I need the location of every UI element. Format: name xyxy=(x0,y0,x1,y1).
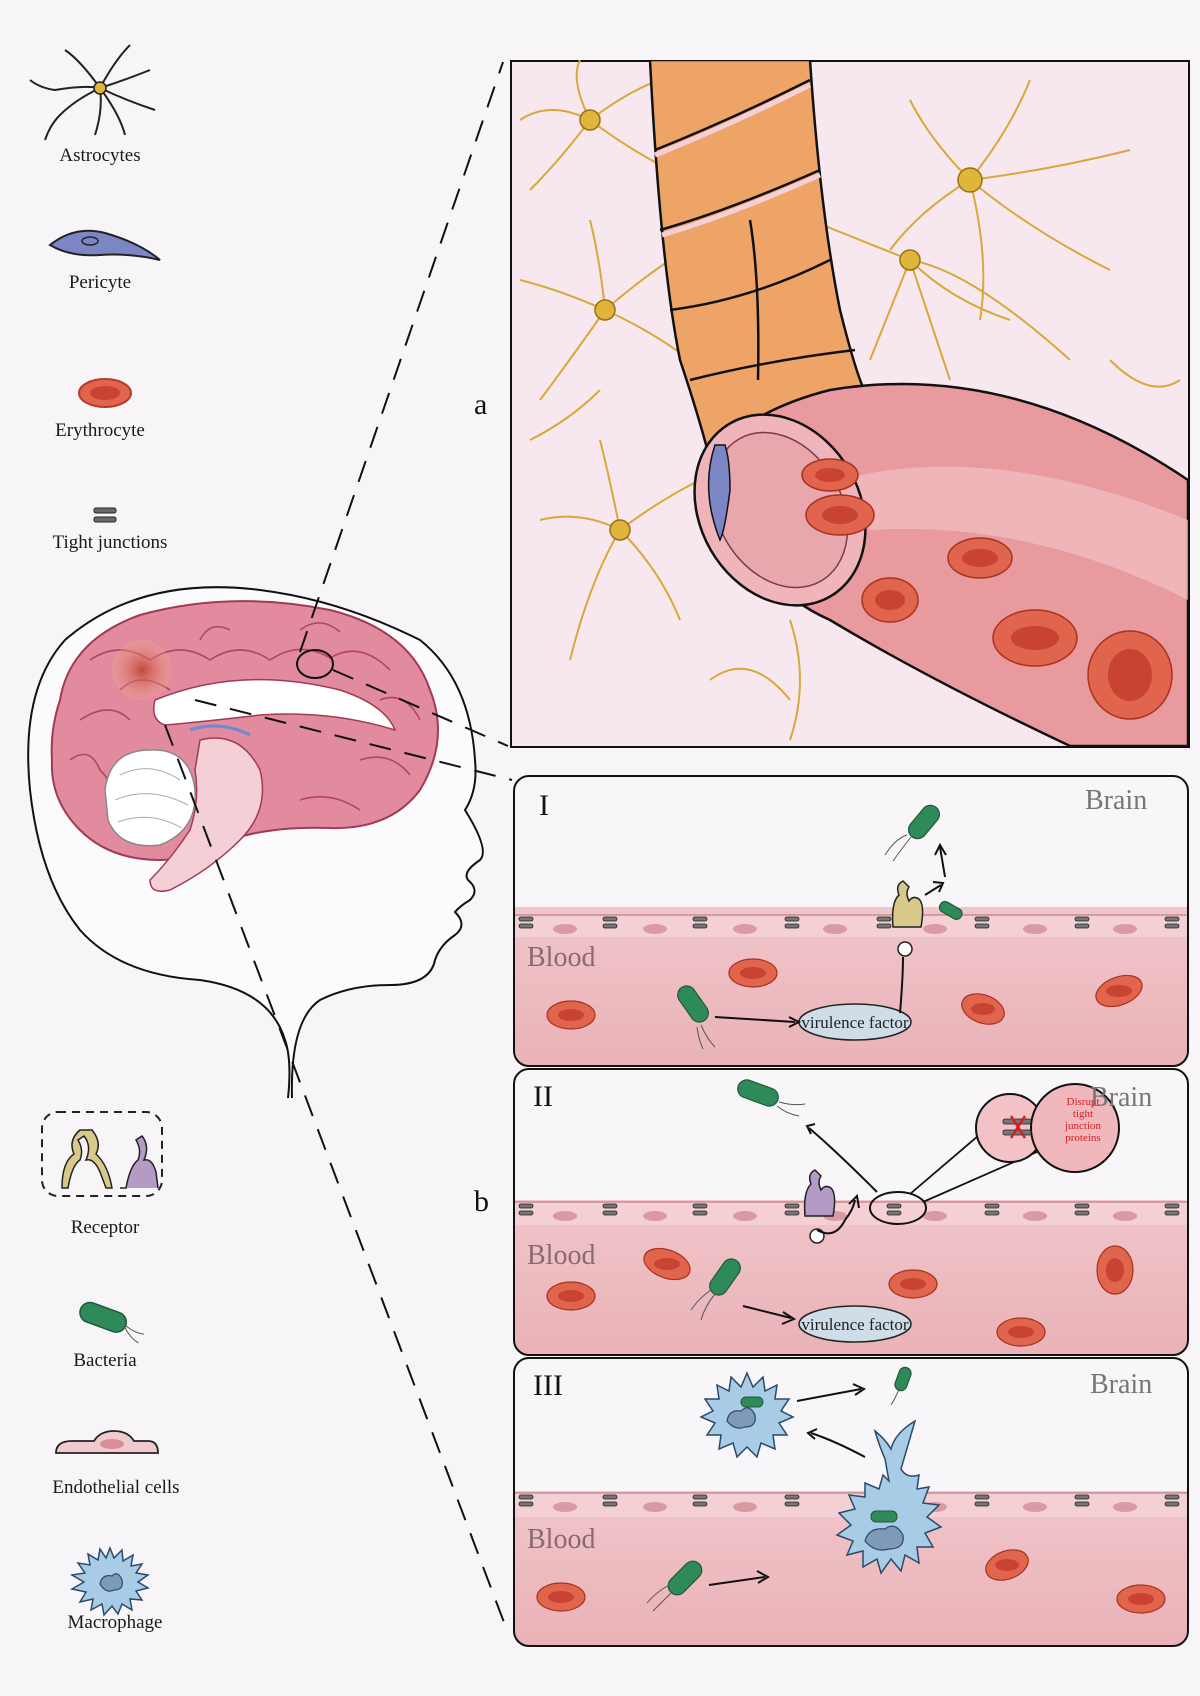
macrophage-brain xyxy=(699,1371,795,1459)
legend-endothelial-label: Endothelial cells xyxy=(52,1477,180,1498)
receptor-yellow xyxy=(891,880,924,928)
legend-macrophage-label: Macrophage xyxy=(67,1612,163,1633)
macrophage-crossing xyxy=(835,1419,943,1575)
panel-b-I: virulence factor I Brain Blood xyxy=(513,775,1189,1067)
erythrocyte-legend-icon xyxy=(78,378,132,408)
virulence-factor-label: virulence factor xyxy=(801,1315,908,1334)
brainstem xyxy=(149,737,264,892)
virulence-factor-label: virulence factor xyxy=(801,1013,908,1032)
infection-focus xyxy=(112,640,172,700)
panel-I-numeral: I xyxy=(539,789,549,822)
virulence-factor-II: virulence factor xyxy=(798,1305,912,1343)
virulence-factor-I: virulence factor xyxy=(798,1003,912,1041)
panel-b-III: III Brain Blood xyxy=(513,1357,1189,1647)
zoom-guide-lines xyxy=(164,61,513,1626)
panel-II-blood-label: Blood xyxy=(527,1240,596,1271)
arrows xyxy=(714,842,947,1028)
panel-II-numeral: II xyxy=(533,1080,553,1113)
bacteria xyxy=(677,804,963,1023)
disrupt-word-1: Disrupt xyxy=(1066,1096,1100,1108)
legend-bacteria-label: Bacteria xyxy=(73,1350,137,1371)
panel-I-brain-label: Brain xyxy=(1085,785,1148,816)
legend-erythrocyte-label: Erythrocyte xyxy=(55,420,145,441)
panel-III-blood-label: Blood xyxy=(527,1524,596,1555)
panel-II-brain-label: Brain xyxy=(1090,1082,1153,1113)
panel-b-II: virulence factor Disrupt tight junction … xyxy=(513,1068,1189,1356)
panel-b-label: b xyxy=(474,1185,489,1218)
legend-receptor-label: Receptor xyxy=(70,1217,140,1238)
panel-a-vessel-diagram xyxy=(510,60,1190,748)
receptor-legend-icon xyxy=(41,1111,163,1197)
disrupt-text: Disrupt tight junction proteins xyxy=(1042,1096,1124,1144)
disrupt-inset xyxy=(975,1083,1120,1173)
legend-tight-junctions-label: Tight junctions xyxy=(52,532,168,553)
panel-I-blood-label: Blood xyxy=(527,942,596,973)
astrocyte-legend-icon xyxy=(29,44,156,141)
panel-III-brain-label: Brain xyxy=(1090,1369,1153,1400)
zoom-circle xyxy=(296,649,334,679)
pericyte-in-vessel xyxy=(707,444,731,542)
pericyte-legend-icon xyxy=(48,229,161,261)
tight-junctions xyxy=(518,916,1180,929)
disrupt-word-4: proteins xyxy=(1065,1132,1101,1144)
legend-astrocytes-label: Astrocytes xyxy=(59,145,141,166)
panel-III-numeral: III xyxy=(533,1369,563,1402)
blue-vessel xyxy=(189,724,251,737)
disrupt-word-3: junction xyxy=(1064,1120,1102,1132)
bacteria-legend-icon xyxy=(79,1301,144,1344)
legend-pericyte-label: Pericyte xyxy=(68,272,132,293)
tight-junction-legend-icon xyxy=(93,507,117,523)
receptor-purple xyxy=(803,1169,836,1217)
disrupt-word-2: tight xyxy=(1072,1108,1094,1120)
panel-a-label: a xyxy=(474,388,488,421)
erythrocytes xyxy=(801,458,1173,720)
endothelial-layer xyxy=(515,914,1187,937)
cerebellum xyxy=(104,749,196,847)
macrophage-legend-icon xyxy=(69,1545,150,1617)
endothelial-legend-icon xyxy=(55,1430,159,1454)
